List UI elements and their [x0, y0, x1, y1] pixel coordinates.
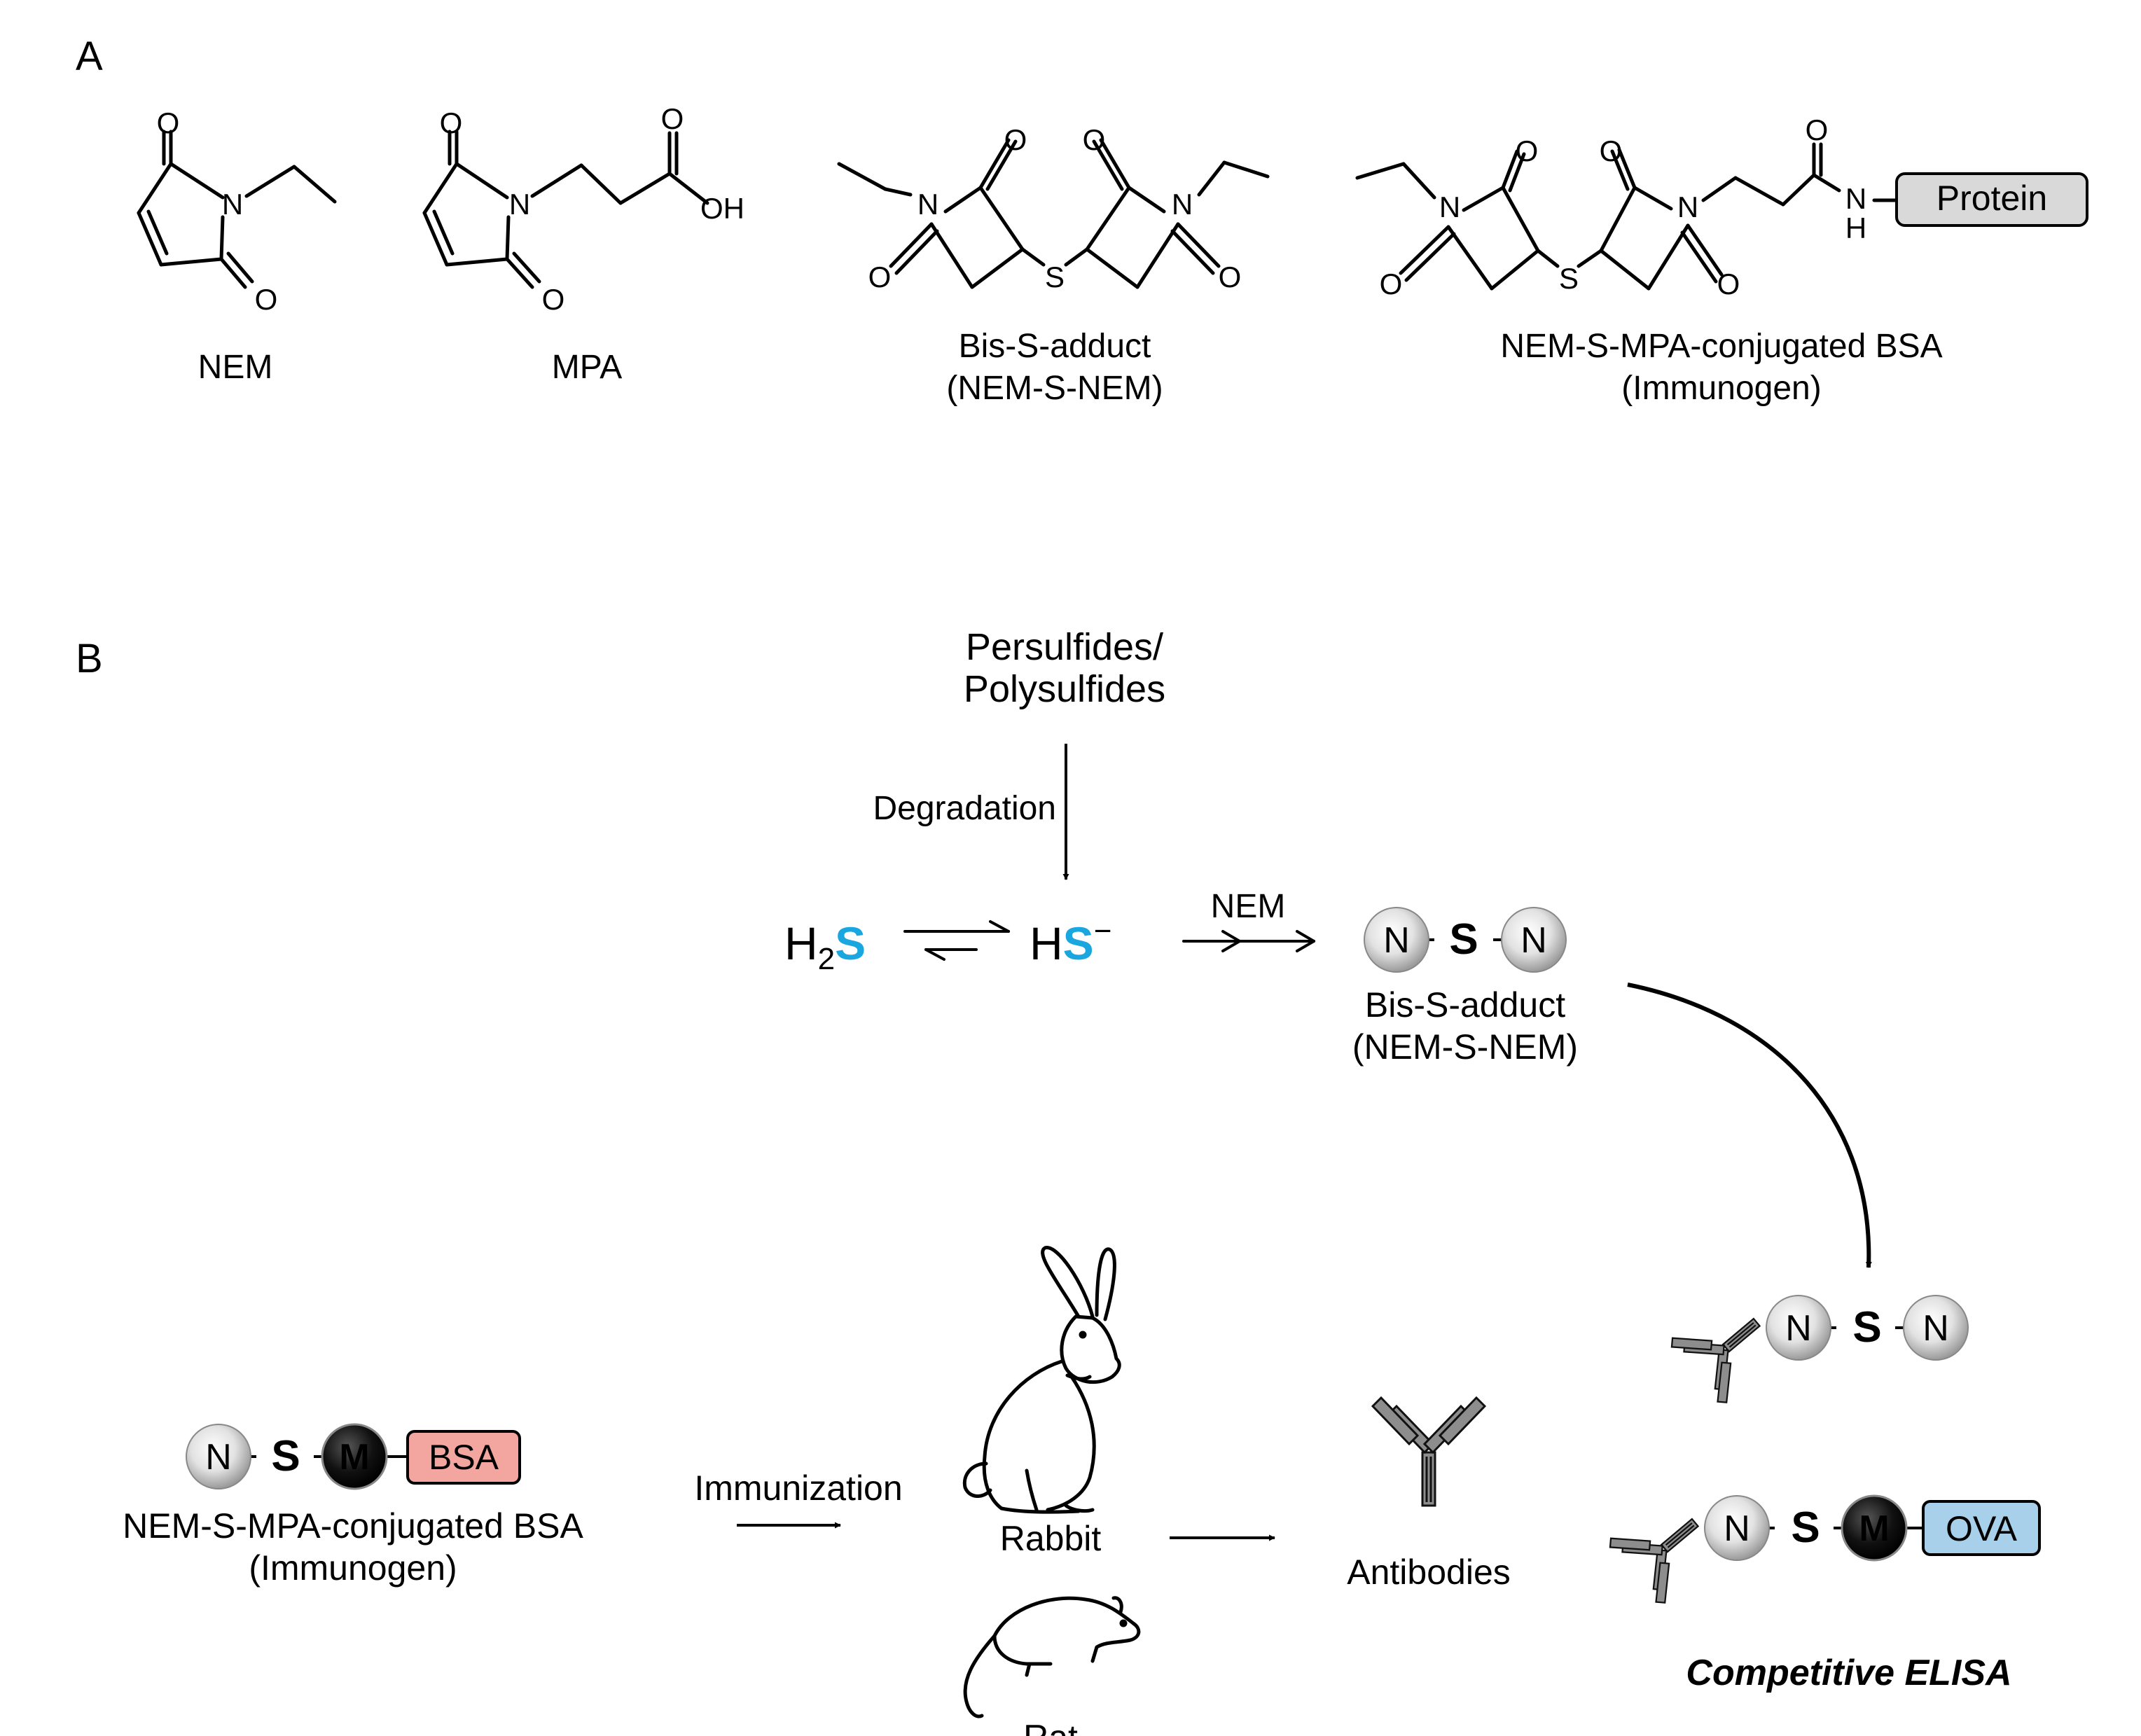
- rabbit-label: Rabbit: [1000, 1519, 1102, 1558]
- conjugate-structure: [1355, 142, 1897, 291]
- bis-s-atom-s: S: [1045, 261, 1065, 293]
- hs-s: S: [1063, 917, 1094, 969]
- hs-charge: −: [1094, 914, 1112, 948]
- node-n: [1501, 907, 1567, 973]
- nem-atom-o1: O: [157, 106, 180, 139]
- antibody-icon: [1667, 1289, 1785, 1408]
- adduct-caption-2: (NEM-S-NEM): [1352, 1027, 1578, 1067]
- immunization-label: Immunization: [694, 1468, 902, 1508]
- mpa-structure: [422, 130, 709, 289]
- conj-atom-o1: O: [1516, 134, 1539, 167]
- nem-caption: NEM: [198, 349, 273, 386]
- conj-caption-2: (Immunogen): [1621, 370, 1821, 407]
- adduct-chain-top: [1364, 907, 1567, 973]
- bis-s-structure: [837, 138, 1270, 289]
- node-n-label: N: [1922, 1308, 1949, 1349]
- protein-label: Protein: [1936, 179, 2047, 218]
- panel-a-label: A: [76, 34, 103, 79]
- conj-atom-o5: O: [1806, 113, 1829, 146]
- conj-atom-n1: N: [1439, 190, 1460, 223]
- nem-atom-o2: O: [255, 283, 278, 316]
- node-n-label: N: [1383, 920, 1410, 961]
- mpa-atom-o2: O: [542, 283, 565, 316]
- conj-atom-o4: O: [1717, 268, 1740, 300]
- persulfides-line2: Polysulfides: [964, 668, 1165, 710]
- conj-atom-n3: N: [1845, 182, 1866, 215]
- degradation-label: Degradation: [873, 790, 1056, 827]
- node-n-label: N: [1724, 1508, 1750, 1549]
- node-n: [1364, 907, 1429, 973]
- ova-label: OVA: [1946, 1509, 2018, 1548]
- bis-s-atom-o4: O: [1219, 261, 1242, 293]
- adduct-caption-1: Bis-S-adduct: [1365, 985, 1565, 1025]
- rat-icon: [963, 1596, 1141, 1718]
- bsa-box: [406, 1430, 521, 1485]
- node-m: [321, 1423, 388, 1490]
- ova-box: [1922, 1500, 2041, 1556]
- nem-double-arrow: [1182, 930, 1315, 952]
- panel-b-label: B: [76, 636, 103, 681]
- elisa-chain-top: [1766, 1295, 1969, 1361]
- nem-reagent-label: NEM: [1211, 888, 1286, 925]
- elisa-chain-bottom: [1704, 1494, 2041, 1562]
- node-n: [1903, 1295, 1969, 1361]
- conj-caption-1: NEM-S-MPA-conjugated BSA: [1500, 328, 1942, 365]
- node-n-label: N: [205, 1437, 232, 1478]
- antibody-icon: [1371, 1396, 1486, 1507]
- conj-atom-h: H: [1845, 211, 1866, 244]
- node-n: [186, 1424, 251, 1490]
- bis-s-atom-n1: N: [917, 188, 938, 221]
- node-s-label: S: [1791, 1504, 1820, 1552]
- nem-atom-n: N: [222, 188, 243, 221]
- immunogen-caption-1: NEM-S-MPA-conjugated BSA: [123, 1506, 583, 1546]
- node-s-label: S: [1449, 915, 1478, 964]
- immunogen-caption-2: (Immunogen): [249, 1548, 457, 1588]
- mpa-caption: MPA: [552, 349, 622, 386]
- node-m-label: M: [1859, 1508, 1889, 1549]
- h2s-h: H: [784, 917, 818, 969]
- equilibrium-arrows: [903, 920, 1010, 961]
- node-m: [1841, 1494, 1908, 1562]
- hs-h: H: [1030, 917, 1063, 969]
- conj-atom-o2: O: [1600, 134, 1623, 167]
- antibody-icon: [1605, 1490, 1723, 1608]
- conj-atom-n2: N: [1677, 190, 1698, 223]
- curved-arrow: [1627, 982, 1872, 1268]
- node-n: [1704, 1495, 1770, 1561]
- antibodies-label: Antibodies: [1347, 1553, 1511, 1592]
- rat-label: Rat: [1023, 1718, 1078, 1736]
- bis-s-atom-o1: O: [1004, 123, 1027, 156]
- nem-structure: [137, 130, 337, 289]
- node-n: [1766, 1295, 1831, 1361]
- bis-s-caption-1: Bis-S-adduct: [959, 328, 1151, 365]
- bis-s-atom-o3: O: [868, 261, 892, 293]
- bis-s-caption-2: (NEM-S-NEM): [946, 370, 1163, 407]
- mpa-atom-o3: O: [661, 102, 684, 135]
- node-n-label: N: [1520, 920, 1547, 961]
- h2s-formula: H2S: [784, 917, 866, 976]
- mpa-atom-n: N: [509, 188, 530, 221]
- conj-atom-s: S: [1559, 262, 1579, 295]
- node-n-label: N: [1785, 1308, 1812, 1349]
- protein-box: [1895, 172, 2088, 227]
- h2s-s: S: [835, 917, 866, 969]
- node-m-label: M: [339, 1437, 369, 1478]
- persulfides-line1: Persulfides/: [966, 626, 1163, 668]
- bis-s-atom-n2: N: [1172, 188, 1193, 221]
- node-s-label: S: [1852, 1303, 1881, 1352]
- bis-s-atom-o2: O: [1083, 123, 1106, 156]
- h2s-subscript: 2: [818, 942, 835, 976]
- conj-atom-o3: O: [1380, 268, 1403, 300]
- mpa-atom-oh: OH: [700, 192, 744, 225]
- bsa-label: BSA: [429, 1438, 499, 1477]
- node-s-label: S: [271, 1432, 300, 1480]
- hs-formula: HS−: [1030, 914, 1111, 969]
- mpa-atom-o1: O: [440, 106, 463, 139]
- immunogen-chain: [186, 1423, 521, 1490]
- competitive-elisa-label: Competitive ELISA: [1686, 1653, 2011, 1693]
- rabbit-icon: [962, 1246, 1121, 1514]
